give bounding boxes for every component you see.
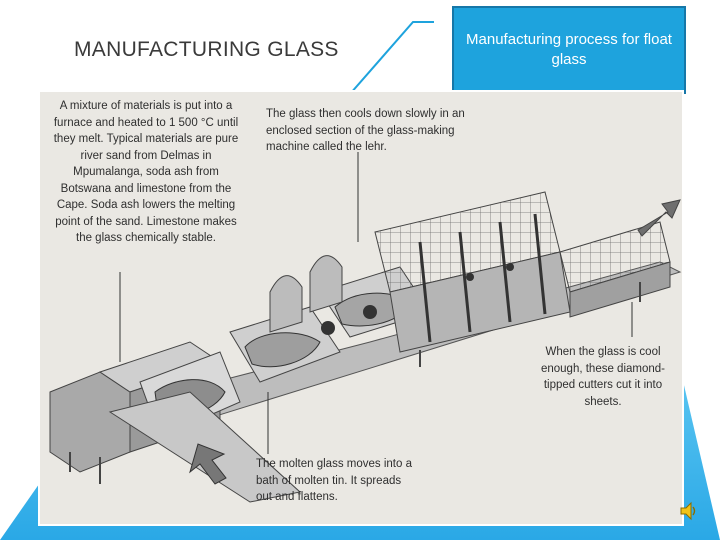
note-tin-bath: The molten glass moves into a bath of mo… <box>256 458 412 503</box>
slide-title: MANUFACTURING GLASS <box>74 38 339 61</box>
callout-box: Manufacturing process for float glass <box>452 6 686 94</box>
float-glass-diagram: A mixture of materials is put into a fur… <box>38 90 684 526</box>
note-furnace-melt: A mixture of materials is put into a fur… <box>53 100 239 244</box>
speaker-icon[interactable] <box>678 500 700 522</box>
note-diamond-cutters: When the glass is cool enough, these dia… <box>540 346 666 408</box>
callout-connector-line <box>342 21 434 103</box>
float-glass-machine-illustration <box>49 152 682 503</box>
note-lehr-cooling: The glass then cools down slowly in an e… <box>266 108 465 153</box>
